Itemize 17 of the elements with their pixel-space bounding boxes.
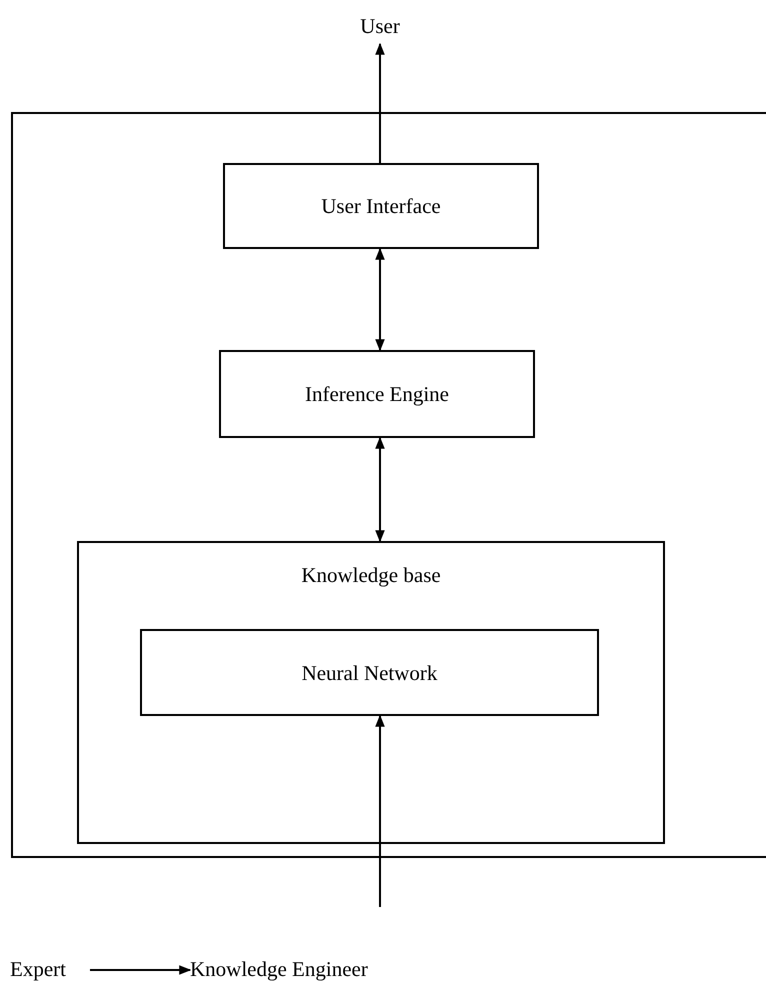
arrow — [375, 714, 385, 907]
box-label: Neural Network — [300, 661, 438, 685]
process-box — [223, 163, 539, 249]
process-box — [77, 541, 665, 844]
system-frame — [11, 112, 766, 858]
node-label: User — [359, 14, 401, 38]
arrow — [375, 436, 385, 542]
node-label: Expert — [10, 957, 66, 981]
box-label: Inference Engine — [304, 382, 450, 406]
box-label: Knowledge base — [300, 563, 442, 587]
arrow — [90, 965, 192, 975]
arrow — [375, 248, 385, 352]
box-label: User Interface — [320, 194, 442, 218]
arrow — [375, 42, 385, 163]
node-label: Knowledge Engineer — [190, 957, 368, 981]
process-box — [140, 629, 599, 716]
process-box — [219, 350, 535, 438]
